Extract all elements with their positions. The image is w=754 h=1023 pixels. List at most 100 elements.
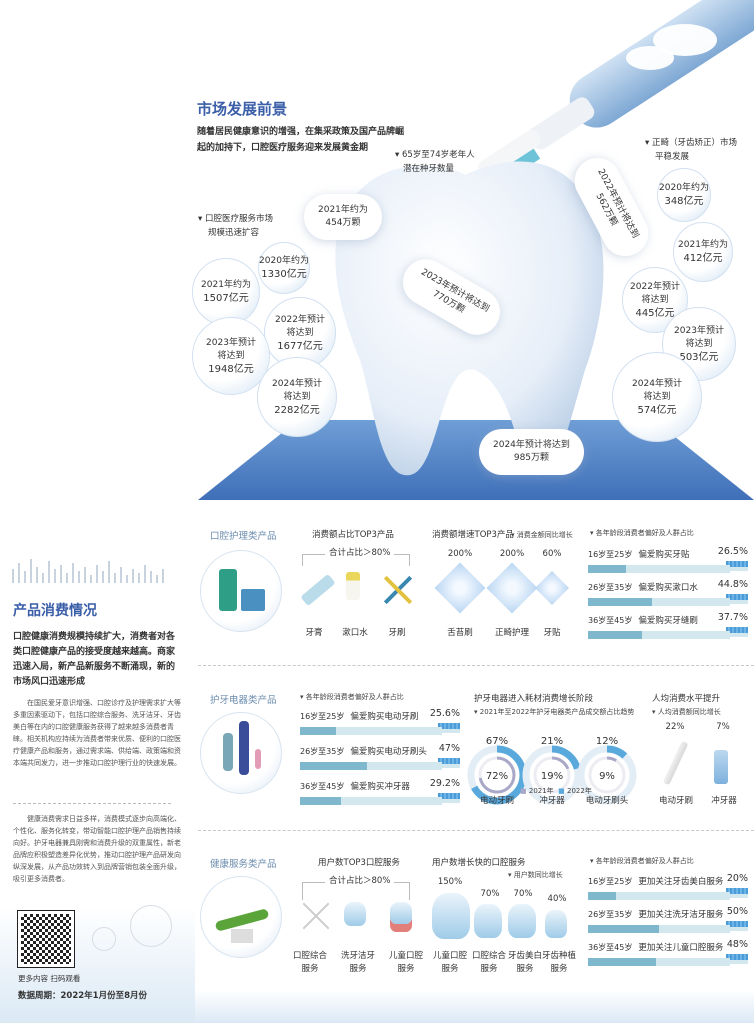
bar-neck xyxy=(730,600,748,604)
care-top3-item: 漱口水 xyxy=(342,628,368,638)
electric-pref-title: ▾ 各年龄段消费者偏好及人群占比 xyxy=(300,693,404,701)
mouthwash-product-image xyxy=(200,550,282,632)
paragraph-2: 健康消费需求日益多样，消费模式逐步向高端化、个性化、服务化转变，带动智能口腔护理… xyxy=(13,815,181,883)
donut-charts: 72%67%19%21%9%12% xyxy=(467,736,637,805)
bar-track xyxy=(588,631,730,639)
donut-name: 电动牙刷 xyxy=(479,796,514,806)
bar-track xyxy=(588,958,730,966)
care-pref-title: ▾ 各年龄段消费者偏好及人群占比 xyxy=(590,529,694,537)
pref-percent: 50% xyxy=(726,906,748,917)
donut-name: 冲牙器 xyxy=(539,796,565,806)
implant-note-2: 潜在种牙数量 xyxy=(403,164,455,174)
service-top3-title: 用户数TOP3口腔服务 xyxy=(318,858,400,868)
bar-track xyxy=(300,797,442,805)
toothbrush-illustration xyxy=(478,0,754,189)
bar-fill xyxy=(588,565,626,573)
legend-2022: 2022年 xyxy=(567,787,592,795)
value-2021: 9% xyxy=(599,771,615,782)
brush-head xyxy=(726,627,748,637)
medical-note: ▾ 口腔医疗服务市场 xyxy=(198,214,273,224)
bar-neck xyxy=(442,764,460,768)
brush-head xyxy=(438,793,460,803)
bar-fill xyxy=(588,598,652,606)
service-growth-value: 70% xyxy=(513,889,533,899)
care-growth-value: 60% xyxy=(542,549,562,559)
decor-ring xyxy=(130,905,172,947)
service-top3-item: 口腔综合服务 xyxy=(292,951,327,974)
bar-fill xyxy=(300,727,337,735)
child-tooth-icon xyxy=(390,902,412,924)
pref-percent: 20% xyxy=(726,873,748,884)
bar-track xyxy=(588,598,730,606)
electric-toothbrush-icon xyxy=(662,740,689,786)
age-group: 16岁至25岁偏爱购买牙贴 xyxy=(588,550,690,560)
care-top3-item: 牙膏 xyxy=(305,628,323,638)
care-top3-item: 牙刷 xyxy=(388,628,406,638)
bar-fill xyxy=(588,925,659,933)
divider xyxy=(13,803,171,804)
growth-diamond xyxy=(434,562,486,614)
care-top3-title: 消费额占比TOP3产品 xyxy=(312,530,394,540)
bar-fill xyxy=(588,958,657,966)
care-growth-value: 200% xyxy=(447,549,473,559)
service-growth-value: 40% xyxy=(547,894,567,904)
brush-head xyxy=(726,921,748,931)
ring-2021 xyxy=(588,756,626,794)
ring-2022 xyxy=(522,745,582,805)
service-growth-note: ▾ 用户数同比增长 xyxy=(508,871,563,879)
dental-chair-image xyxy=(200,876,282,958)
care-growth-note: ▾ 消费金额同比增长 xyxy=(511,531,573,539)
percap-value: 22% xyxy=(665,722,685,732)
age-group: 26岁至35岁偏爱购买电动牙刷头 xyxy=(300,747,427,757)
pref-percent: 37.7% xyxy=(717,612,748,623)
market-intro: 随着居民健康意识的增强，在集采政策及国产品牌崛起的加持下，口腔医疗服务迎来发展黄… xyxy=(197,127,405,153)
service-top3-item: 儿童口腔服务 xyxy=(388,951,423,974)
stage-title: 护牙电器进入耗材消费增长阶段 xyxy=(474,694,594,704)
donut-name: 电动牙刷头 xyxy=(585,796,629,806)
soundwave-decoration xyxy=(12,559,164,583)
brush-head xyxy=(726,954,748,964)
service-growth-name: 牙齿美白服务 xyxy=(507,951,542,974)
market-title: 市场发展前景 xyxy=(197,100,288,118)
growth-tooth-icon xyxy=(432,893,470,939)
percap-name: 冲牙器 xyxy=(711,796,737,806)
value-2022: 21% xyxy=(541,736,563,747)
service-pref-title: ▾ 各年龄段消费者偏好及人群占比 xyxy=(590,857,694,865)
left-column: 产品消费情况 口腔健康消费规模持续扩大，消费者对各类口腔健康产品的接受度越来越高… xyxy=(0,555,195,1023)
bar-fill xyxy=(300,762,367,770)
decor-ring xyxy=(92,927,116,951)
mouthwash-icon xyxy=(346,572,360,600)
bar-fill xyxy=(588,892,617,900)
paragraph-1: 在国民爱牙意识增强、口腔诊疗及护理需求扩大等多重因素驱动下，包括口腔综合服务、洗… xyxy=(13,699,181,767)
service-top3-item: 洗牙洁牙服务 xyxy=(340,951,375,974)
medical-note-2: 规模迅速扩容 xyxy=(208,228,260,238)
ortho-note: ▾ 正畸（牙齿矫正）市场 xyxy=(645,138,737,148)
section-divider xyxy=(198,665,754,666)
pref-percent: 44.8% xyxy=(717,579,748,590)
data-period: 数据周期：2022年1月份至8月份 xyxy=(18,991,147,1001)
toothpaste-icon xyxy=(300,573,336,607)
brush-head xyxy=(438,723,460,733)
bar-track xyxy=(588,892,730,900)
bar-neck xyxy=(730,567,748,571)
bottom-fade xyxy=(195,990,754,1023)
pref-bar: 36岁至45岁偏爱购买冲牙器 29.2% xyxy=(300,778,460,814)
value-2021: 19% xyxy=(541,771,563,782)
ring-2021 xyxy=(478,756,516,794)
pref-percent: 48% xyxy=(726,939,748,950)
pref-bar: 26岁至35岁偏爱购买漱口水 44.8% xyxy=(588,579,748,615)
qr-code[interactable] xyxy=(17,910,75,968)
legend-2021: 2021年 xyxy=(528,787,554,795)
ring-2021 xyxy=(533,756,571,794)
percap-name: 电动牙刷 xyxy=(658,796,693,806)
service-top3-total: 合计占比＞80% xyxy=(325,874,395,886)
bar-neck xyxy=(730,633,748,637)
service-growth-value: 70% xyxy=(480,889,500,899)
qr-caption: 更多内容 扫码观看 xyxy=(18,974,81,983)
